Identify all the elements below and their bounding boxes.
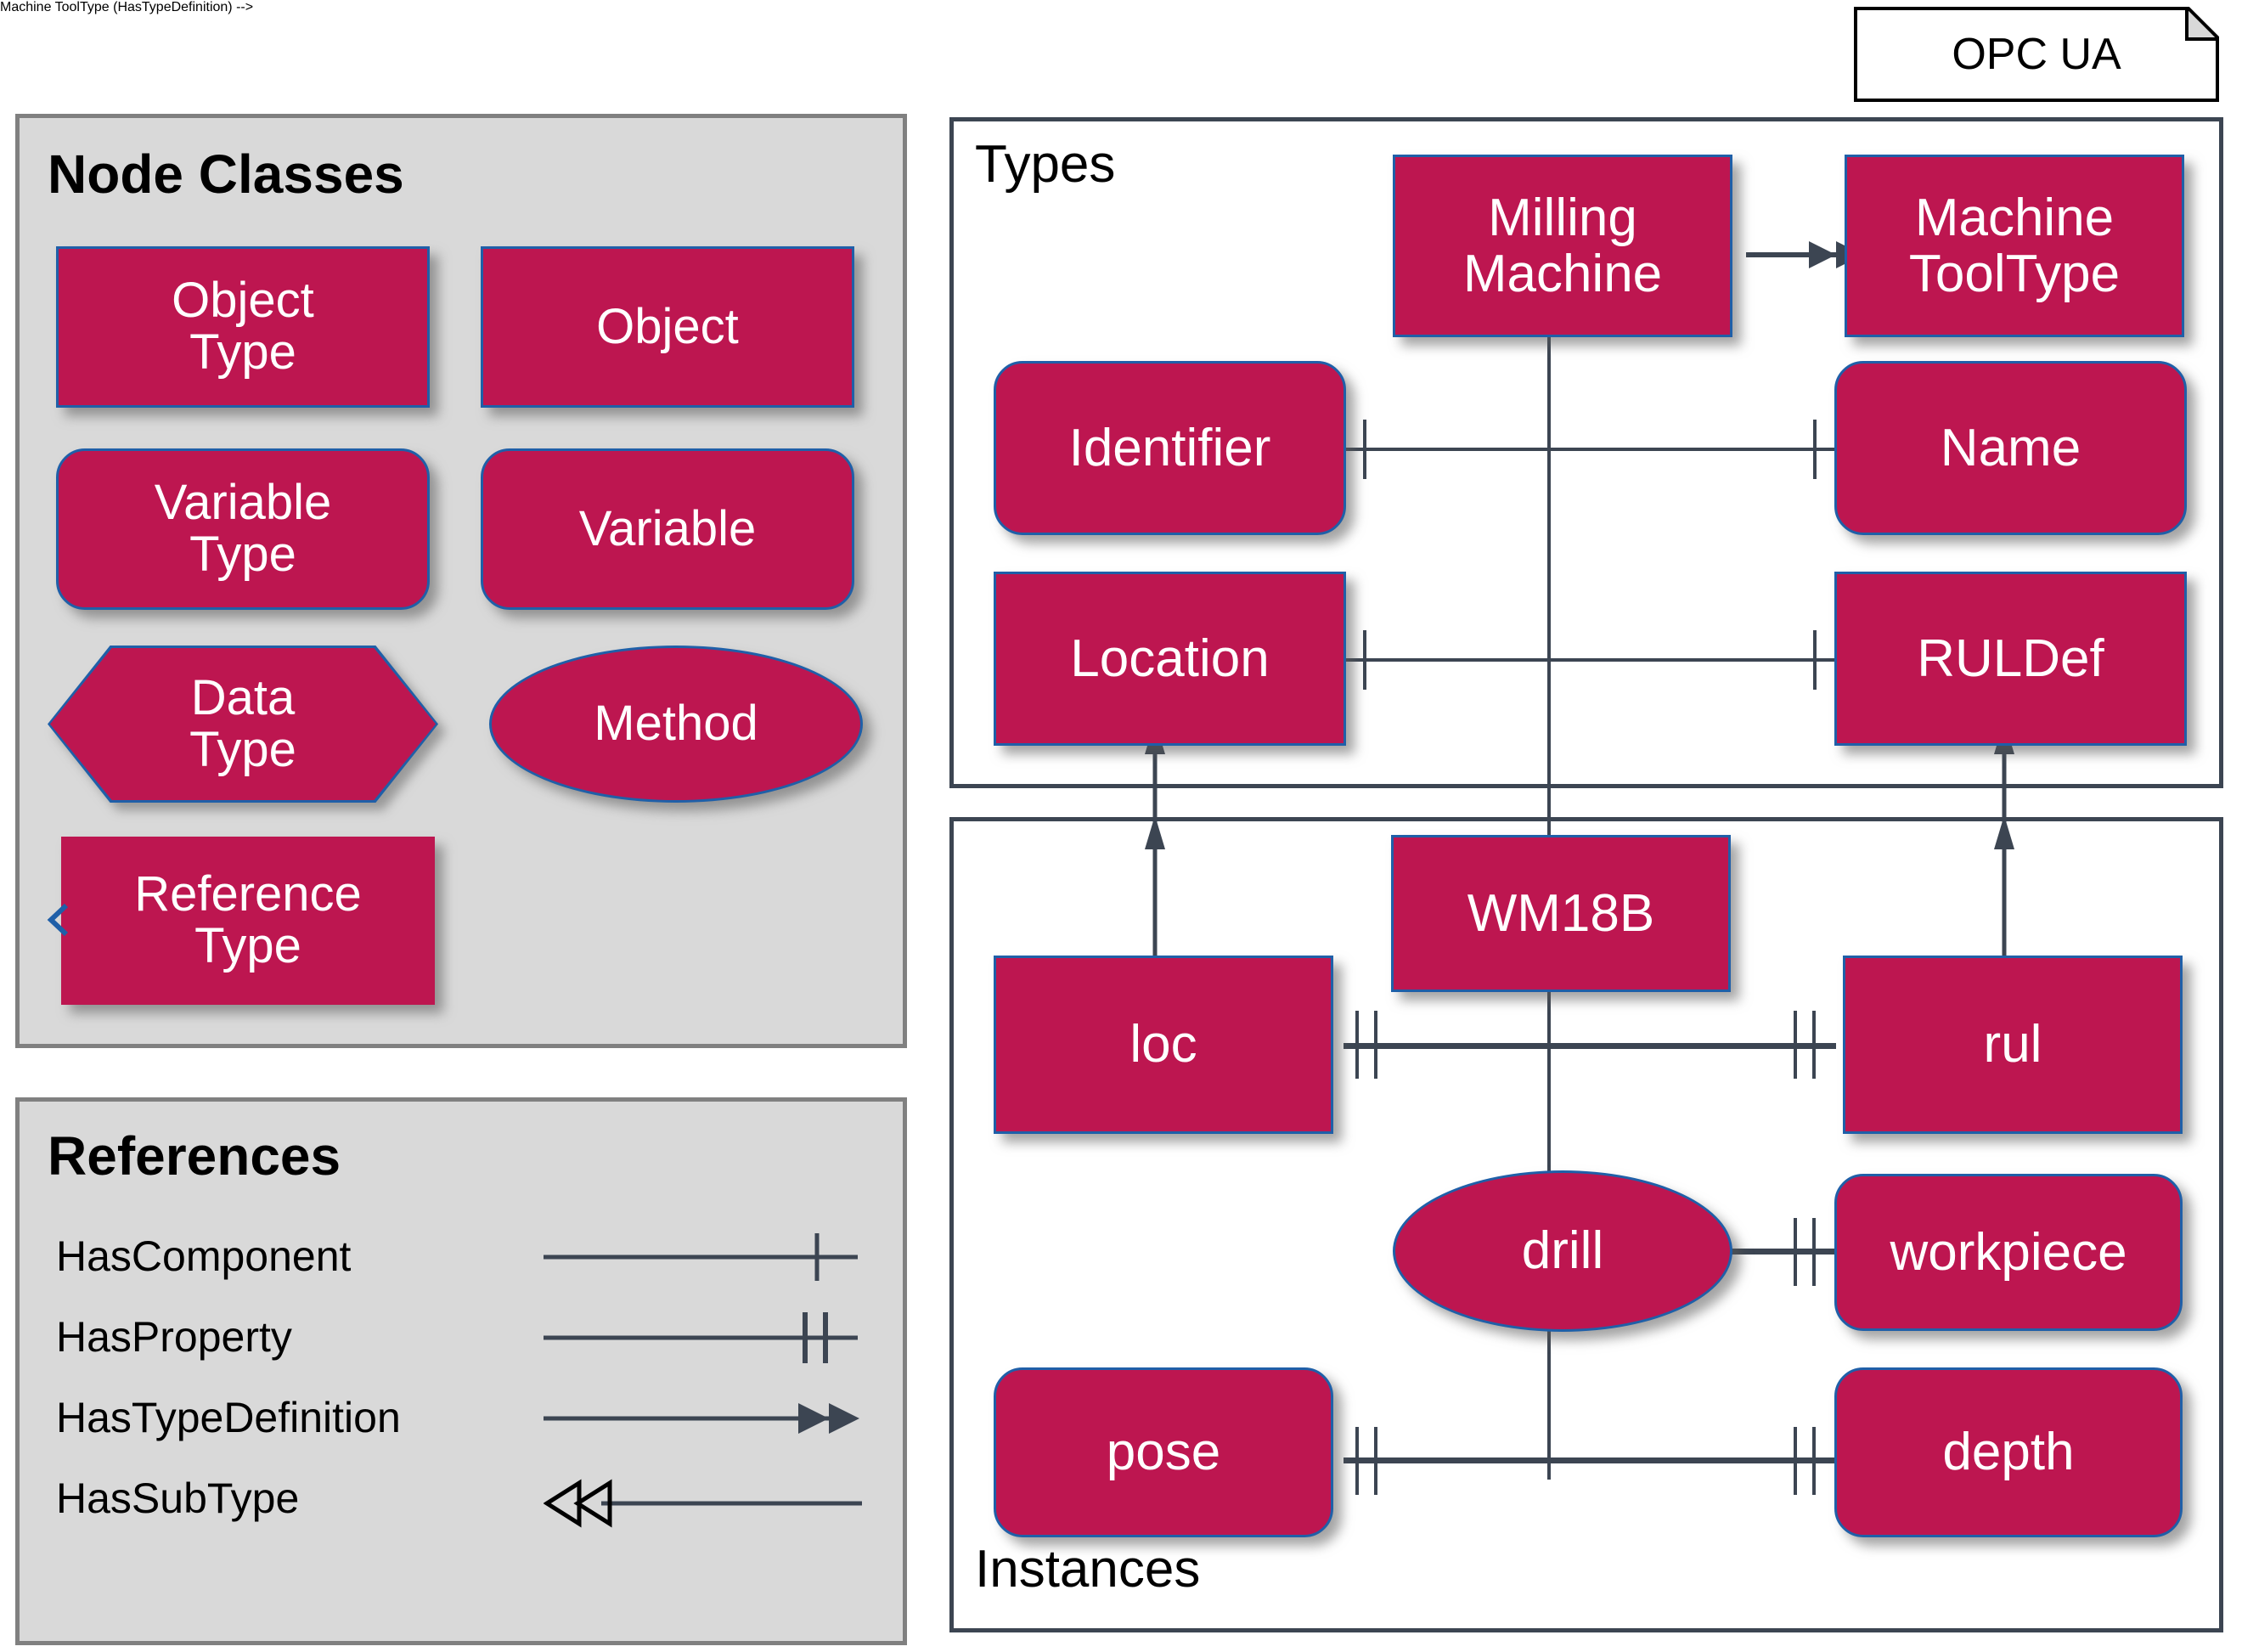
hascomponent-symbol-icon [544,1233,858,1281]
node-depth: depth [1834,1367,2183,1537]
node-identifier: Identifier [994,361,1346,535]
connector-loc-rul [1344,1043,1836,1049]
legend-node-variable-type: Variable Type [56,448,430,610]
note-folded-corner-icon [2185,7,2219,41]
legend-node-object: Object [481,246,854,408]
tick-rul-hasproperty-b [1812,1011,1816,1079]
tick-rul-hasproperty-a [1794,1011,1797,1079]
tick-identifier-hascomponent [1363,420,1366,479]
connector-trunk-types [1547,336,1551,829]
node-classes-title: Node Classes [48,144,404,205]
references-panel [15,1097,907,1645]
connector-rul-to-ruldef [1994,720,2014,984]
tick-pose-hasproperty-a [1355,1427,1359,1495]
tick-ruldef-hascomponent [1813,630,1817,690]
node-pose: pose [994,1367,1333,1537]
connector-wm18b-to-drill [1547,987,1551,1191]
node-loc: loc [994,956,1333,1134]
connector-location-ruldef [1344,658,1836,662]
connector-drill-workpiece [1724,1249,1839,1255]
connector-identifier-name [1344,448,1836,451]
connector-drill-to-bottom [1547,1318,1551,1480]
node-name: Name [1834,361,2187,535]
legend-node-reference-type: Reference Type [61,837,435,1005]
legend-node-variable: Variable [481,448,854,610]
connector-pose-depth [1344,1457,1836,1463]
node-location: Location [994,572,1346,746]
node-machine-tooltype: Machine ToolType [1845,155,2184,337]
legend-node-method: Method [489,646,863,803]
reference-label-hasproperty: HasProperty [56,1313,292,1361]
tick-loc-hasproperty-b [1374,1011,1377,1079]
hassubtype-symbol-icon [544,1479,862,1528]
legend-node-data-type-label: Data Type [189,669,296,777]
instances-frame-label: Instances [975,1540,1201,1598]
legend-node-object-type: Object Type [56,246,430,408]
opc-ua-label: OPC UA [1952,30,2121,79]
node-drill: drill [1393,1170,1732,1332]
types-frame-label: Types [975,135,1116,194]
reference-label-hascomponent: HasComponent [56,1232,352,1280]
references-title: References [48,1125,341,1187]
tick-pose-hasproperty-b [1374,1427,1377,1495]
tick-workpiece-hasproperty-b [1812,1218,1816,1286]
tick-depth-hasproperty-a [1794,1427,1797,1495]
connector-loc-to-location [1145,720,1165,984]
tick-name-hascomponent [1813,420,1817,479]
node-milling-machine: Milling Machine [1393,155,1732,337]
tick-workpiece-hasproperty-a [1794,1218,1797,1286]
node-rul: rul [1843,956,2183,1134]
node-workpiece: workpiece [1834,1174,2183,1331]
legend-node-data-type: Data Type [48,646,438,803]
node-wm18b: WM18B [1391,835,1731,992]
tick-location-hascomponent [1363,630,1366,690]
reference-label-hastypedefinition: HasTypeDefinition [56,1394,401,1441]
opc-ua-note: OPC UA [1854,7,2219,102]
tick-depth-hasproperty-b [1812,1427,1816,1495]
reference-label-hassubtype: HasSubType [56,1474,300,1522]
note-body [1854,7,2219,102]
reference-type-arrow-artifact [47,903,69,937]
tick-loc-hasproperty-a [1355,1011,1359,1079]
hasproperty-symbol-icon [544,1312,858,1363]
hastypedefinition-symbol-icon [544,1403,859,1434]
node-ruldef: RULDef [1834,572,2187,746]
